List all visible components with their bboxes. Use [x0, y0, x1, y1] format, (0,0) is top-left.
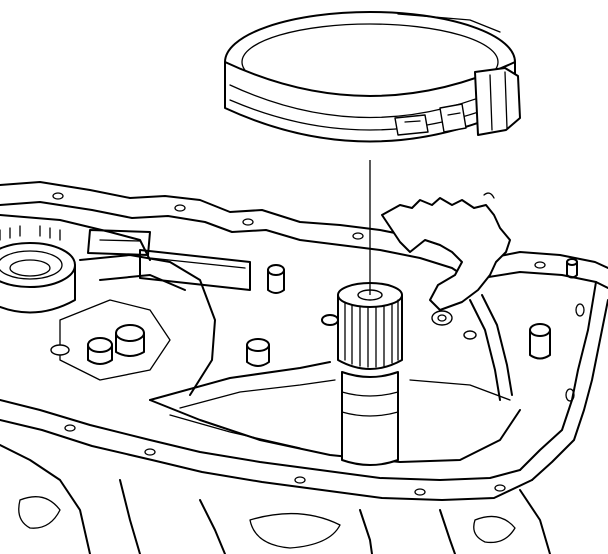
transmission-band [224, 11, 521, 143]
case-bosses [246, 258, 578, 367]
band-servo-shaft [337, 282, 403, 466]
detent-lever [381, 192, 513, 401]
transmission-case [0, 181, 608, 554]
